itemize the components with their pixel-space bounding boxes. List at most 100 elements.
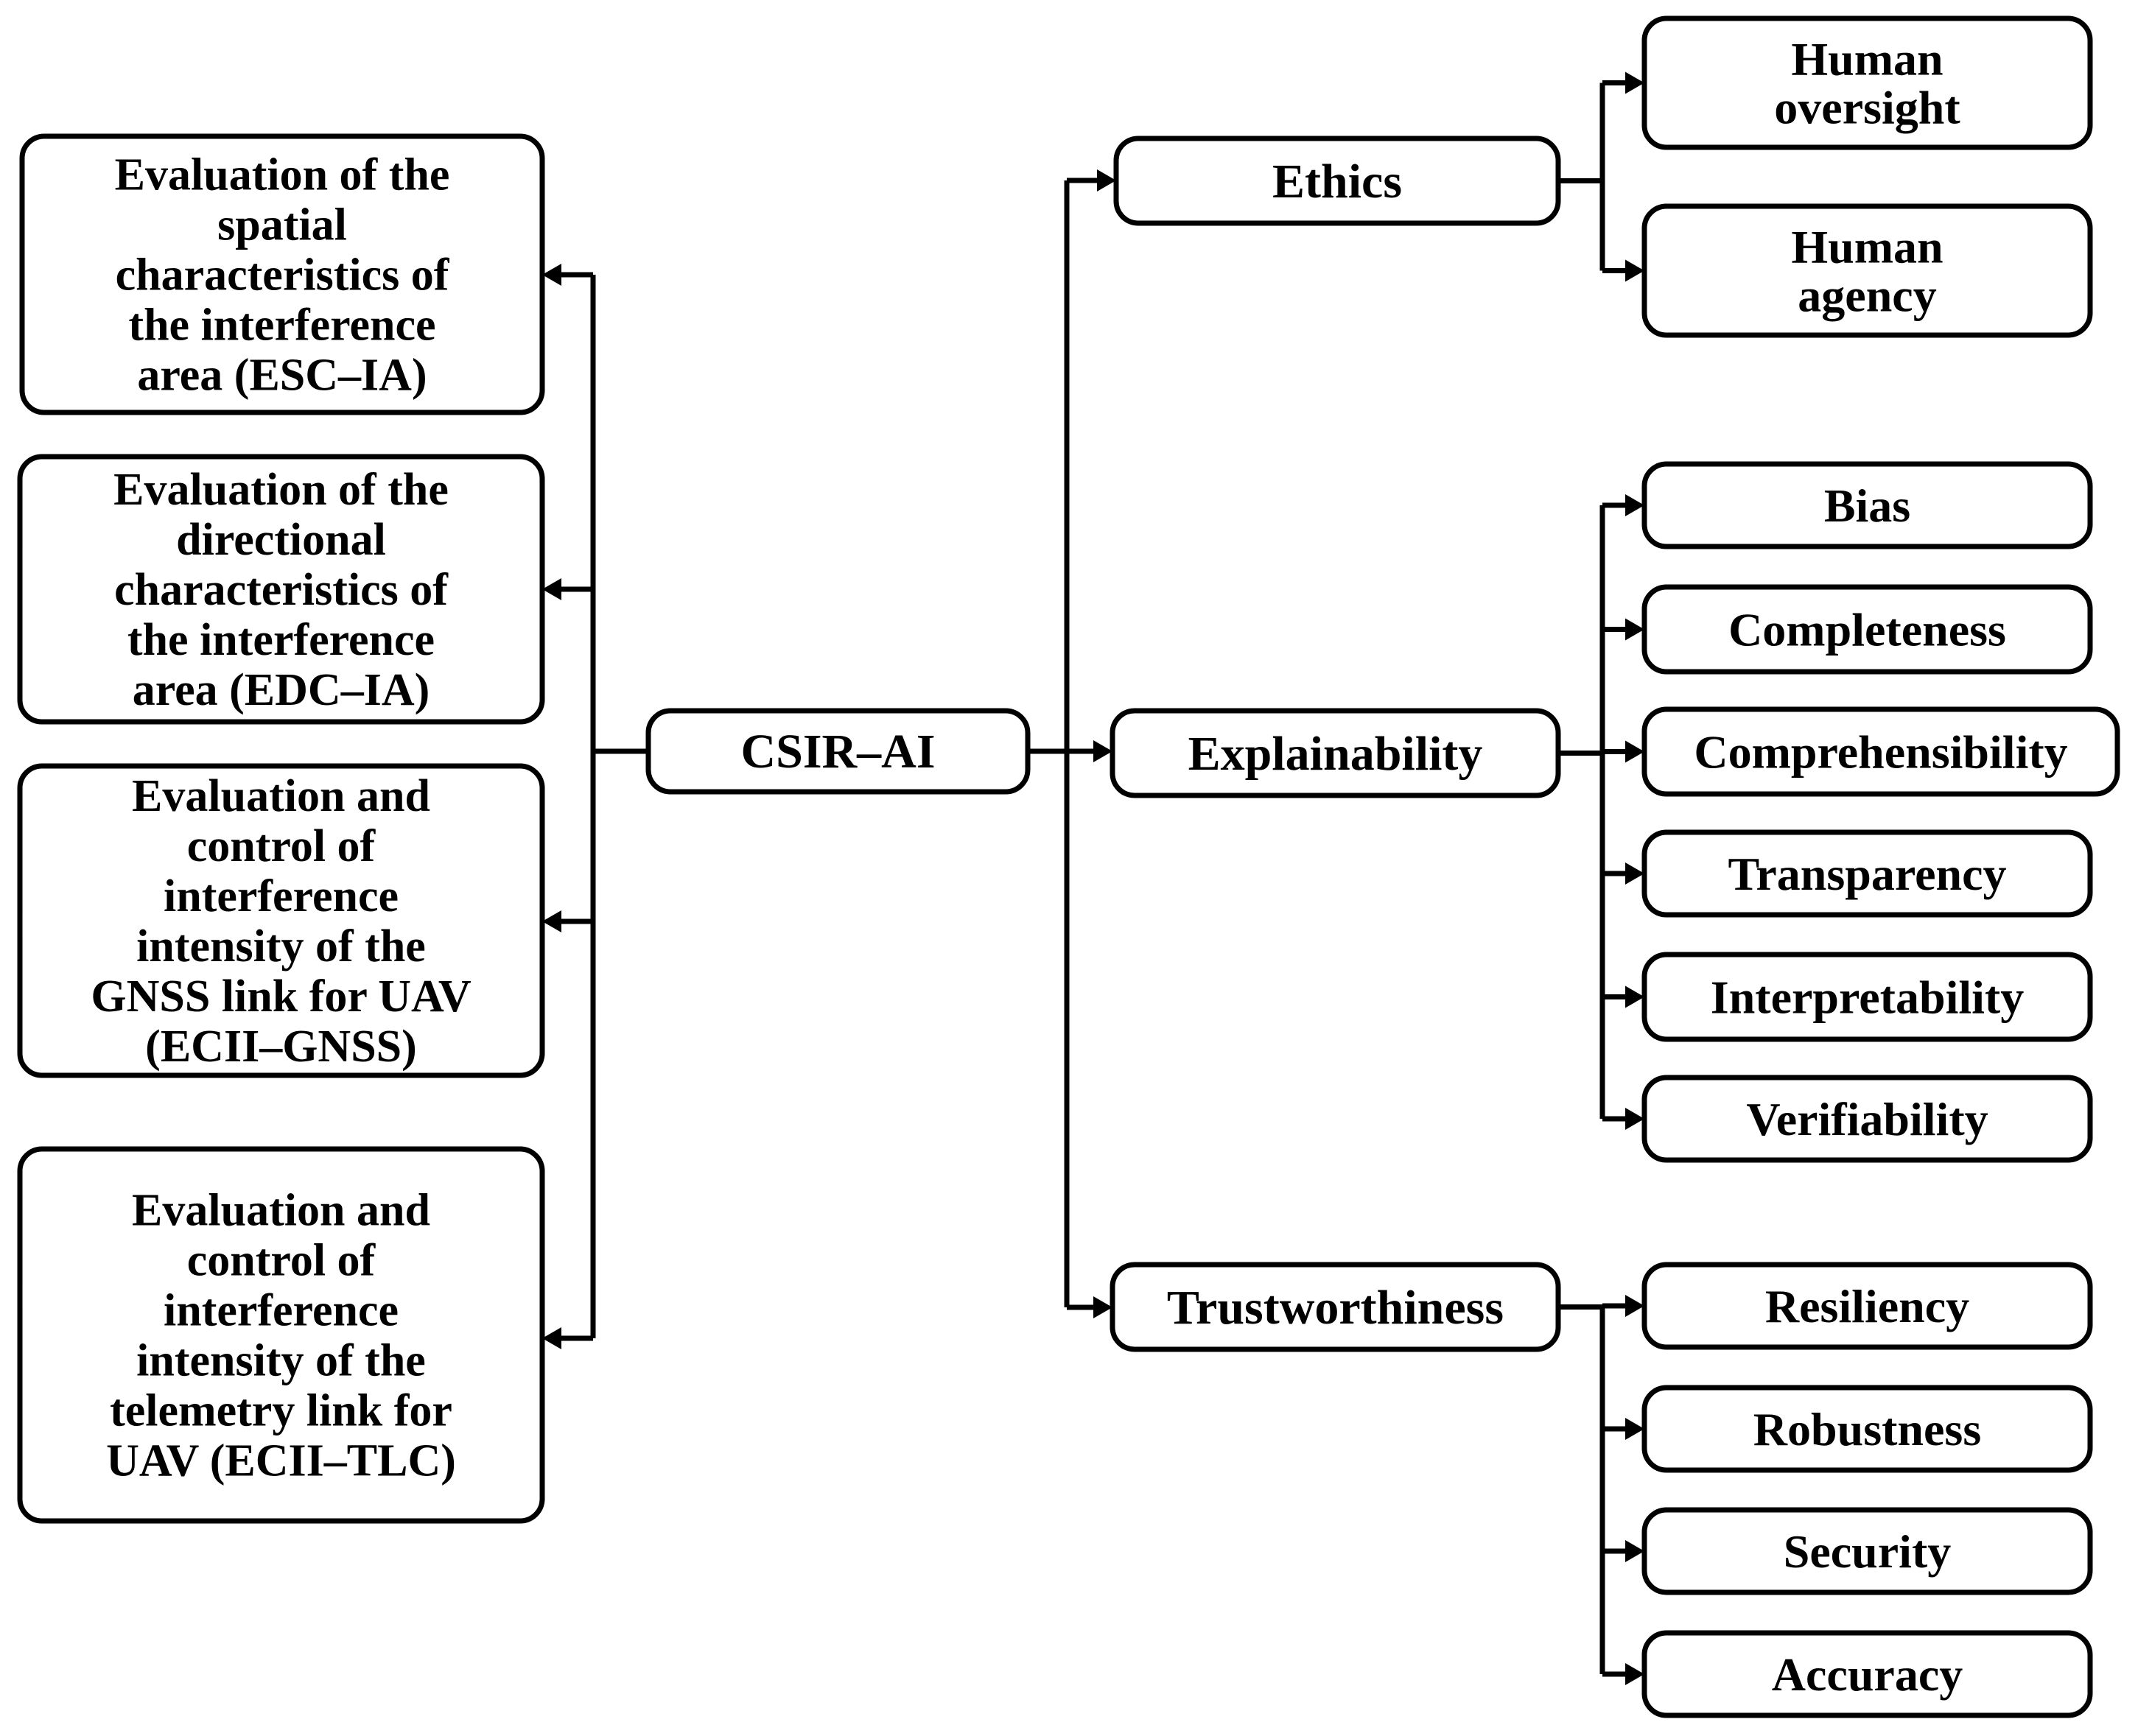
arrow-to-child [1625,985,1644,1008]
criterion-interpretability-label-line: Interpretability [1711,971,2024,1023]
arrow-to-child [1625,1418,1644,1440]
arrow-to-tlc [542,1327,561,1349]
criterion-human-agency-label-line: agency [1798,269,1936,321]
center-node: CSIR–AI [645,708,1031,795]
category-explainability-label-line: Explainability [1188,727,1483,781]
criterion-security: Security [1641,1507,2093,1595]
criterion-verifiability-label-line: Verifiability [1746,1093,1988,1145]
module-edc: Evaluation of thedirectionalcharacterist… [17,454,545,725]
category-ethics-label-line: Ethics [1272,155,1402,208]
criterion-completeness: Completeness [1641,584,2093,675]
criterion-comprehensibility-label-line: Comprehensibility [1694,725,2067,778]
category-explainability: Explainability [1110,708,1561,798]
criterion-security-frame [1641,1507,2093,1595]
criterion-resiliency: Resiliency [1641,1262,2093,1350]
criterion-bias: Bias [1641,461,2093,549]
module-tlc-frame [17,1146,545,1524]
module-edc-label-line: area (EDC–IA) [133,665,430,715]
criterion-completeness-frame [1641,584,2093,675]
arrow-to-child [1625,259,1644,282]
module-tlc-label-line: telemetry link for [110,1386,452,1436]
criterion-bias-label-line: Bias [1824,479,1910,532]
module-tlc-label-line: Evaluation and [132,1186,430,1236]
criterion-robustness-frame [1641,1385,2093,1473]
arrow-to-child [1625,494,1644,516]
criterion-human-agency-frame [1641,203,2093,338]
category-trustworthiness-label-line: Trustworthiness [1167,1281,1504,1335]
arrow-to-child [1625,1108,1644,1130]
module-gnss-label-line: control of [187,821,376,871]
criterion-verifiability-frame [1641,1075,2093,1163]
criterion-accuracy-label-line: Accuracy [1772,1648,1963,1701]
criterion-comprehensibility-frame [1641,706,2120,797]
criterion-transparency-frame [1641,829,2093,918]
nodes: Evaluation of thespatialcharacteristics … [17,15,2120,1718]
module-edc-label-line: directional [176,515,386,565]
arrow-to-child [1625,618,1644,641]
module-esc-label-line: characteristics of [116,250,450,301]
arrow-to-child [1625,862,1644,885]
module-esc-frame [19,133,545,415]
criterion-security-label-line: Security [1784,1525,1952,1578]
module-gnss-label-line: GNSS link for UAV [91,971,471,1022]
criterion-robustness: Robustness [1641,1385,2093,1473]
criterion-interpretability-frame [1641,952,2093,1042]
arrow-to-child [1625,71,1644,94]
center-node-frame [645,708,1031,795]
criterion-accuracy-frame [1641,1630,2093,1718]
module-esc-label-line: Evaluation of the [115,150,450,200]
criterion-bias-frame [1641,461,2093,549]
category-ethics: Ethics [1113,136,1561,226]
category-trustworthiness: Trustworthiness [1110,1262,1561,1352]
arrow-to-child [1625,1295,1644,1317]
criterion-accuracy: Accuracy [1641,1630,2093,1718]
arrow-to-explainability [1093,740,1112,762]
module-gnss-label-line: intensity of the [136,921,426,971]
module-edc-label-line: Evaluation of the [113,465,449,515]
criterion-robustness-label-line: Robustness [1753,1403,1981,1455]
criterion-transparency-label-line: Transparency [1728,848,2006,900]
criterion-verifiability: Verifiability [1641,1075,2093,1163]
module-edc-frame [17,454,545,725]
arrow-to-gnss [542,910,561,932]
criterion-completeness-label-line: Completeness [1728,603,2006,656]
center-node-label: CSIR–AI [740,725,935,779]
criterion-human-oversight-frame [1641,15,2093,150]
module-esc-label-line: spatial [217,200,347,250]
module-esc-label-line: the interference [128,301,435,351]
module-tlc-label-line: UAV (ECII–TLC) [106,1436,456,1486]
module-tlc-label-line: intensity of the [136,1336,426,1386]
module-gnss-label-line: (ECII–GNSS) [145,1022,417,1072]
criterion-human-oversight-label-line: Human [1791,32,1943,85]
arrow-to-edc [542,578,561,600]
module-edc-label-line: characteristics of [114,565,449,615]
criterion-resiliency-frame [1641,1262,2093,1350]
module-tlc-label-line: control of [187,1236,376,1286]
module-edc-label-line: the interference [127,615,435,665]
arrow-to-child [1625,1663,1644,1685]
arrow-to-trustworthiness [1093,1296,1112,1318]
module-tlc-label-line: interference [164,1286,399,1336]
criterion-interpretability: Interpretability [1641,952,2093,1042]
module-esc: Evaluation of thespatialcharacteristics … [19,133,545,415]
category-explainability-frame [1110,708,1561,798]
module-gnss-frame [17,763,545,1078]
criterion-human-oversight-label-line: oversight [1774,81,1960,133]
criterion-resiliency-label-line: Resiliency [1765,1280,1969,1332]
module-gnss-label-line: Evaluation and [132,771,430,821]
connectors [542,71,1644,1685]
arrow-to-child [1625,1540,1644,1562]
module-gnss-label-line: interference [164,871,399,921]
arrow-to-ethics [1097,169,1116,191]
criterion-comprehensibility: Comprehensibility [1641,706,2120,797]
criterion-human-agency-label-line: Human [1791,220,1943,273]
criterion-transparency: Transparency [1641,829,2093,918]
arrow-to-child [1625,740,1644,763]
category-ethics-frame [1113,136,1561,226]
module-esc-label-line: area (ESC–IA) [137,351,427,401]
